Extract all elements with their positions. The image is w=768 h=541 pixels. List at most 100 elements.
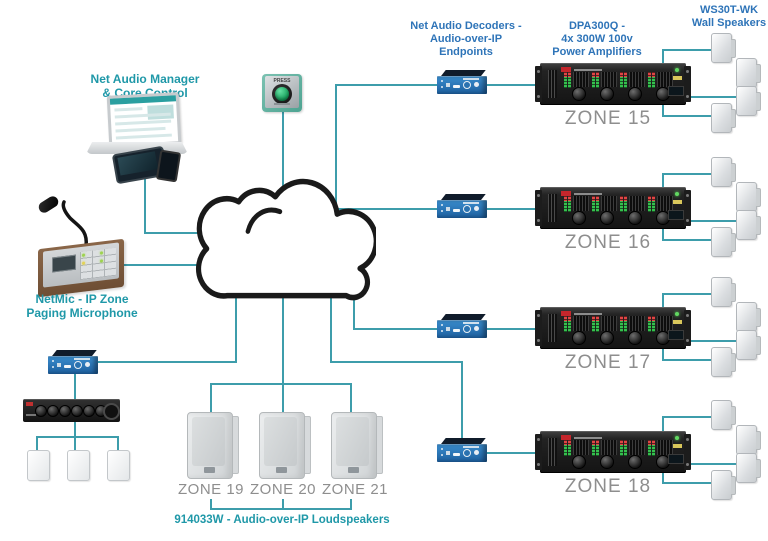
level-meter [620, 72, 623, 88]
wall-speaker [736, 86, 761, 116]
amplifier-vent [548, 194, 557, 222]
channel-vent [601, 440, 617, 455]
connection-line [680, 463, 738, 465]
wall-speakers-label: WS30T-WK Wall Speakers [669, 4, 768, 30]
level-meter [564, 196, 567, 212]
decoder-port [441, 80, 443, 82]
connection-line [144, 232, 218, 234]
level-meter [596, 72, 599, 88]
mixer-knob [59, 405, 71, 417]
power-led [675, 312, 679, 316]
channel-vent [629, 440, 645, 455]
rack-ear [684, 434, 691, 470]
amplifier-model-text [574, 313, 602, 315]
decoder-port [85, 362, 90, 367]
zone-label: ZONE 17 [564, 352, 652, 373]
decoder-knob [463, 449, 471, 457]
level-meter [652, 72, 655, 88]
level-meter [568, 72, 571, 88]
connection-line [210, 508, 352, 510]
channel-vent [573, 440, 589, 455]
decoder-port [441, 324, 443, 326]
amplifier-brand-badge [561, 67, 571, 72]
decoder-knob [463, 81, 471, 89]
amplifier-channel [620, 316, 646, 345]
net-audio-decoder [437, 314, 487, 338]
press-button-ring [272, 84, 292, 104]
decoders-label-line3: Endpoints [439, 46, 493, 58]
connection-line [210, 499, 212, 509]
amplifier-vent [548, 70, 557, 98]
decoder-knob [463, 205, 471, 213]
mixer-brand-badge [26, 402, 33, 406]
amplifier-channel [620, 72, 646, 101]
decoder-port [441, 86, 443, 88]
wall-speaker [736, 330, 761, 360]
amplifier-channel [620, 440, 646, 469]
zone-label: ZONE 18 [564, 476, 652, 497]
level-meter [624, 72, 627, 88]
connection-line [74, 374, 76, 400]
net-audio-decoder [437, 194, 487, 218]
decoder-front-panel [437, 320, 487, 338]
mixer-knob [47, 405, 59, 417]
connection-line [680, 96, 738, 98]
small-speaker [67, 450, 90, 481]
decoder-port [446, 207, 450, 211]
wall-speaker [736, 425, 761, 455]
netmic-label: NetMic - IP Zone Paging Microphone [22, 292, 142, 320]
mixer-knob [83, 405, 95, 417]
volume-knob [628, 87, 642, 101]
decoder-port [446, 83, 450, 87]
channel-vent [629, 316, 645, 331]
mixer-knob [71, 405, 83, 417]
channel-vent [657, 440, 673, 455]
channel-vent [601, 72, 617, 87]
decoders-label-line1: Net Audio Decoders - [410, 20, 522, 32]
amplifier-brand-badge [561, 435, 571, 440]
decoder-front-panel [437, 76, 487, 94]
connection-line [662, 482, 712, 484]
volume-knob [628, 211, 642, 225]
volume-knob [572, 211, 586, 225]
netmic-paging-station [38, 238, 124, 298]
amplifier-tag [673, 200, 682, 204]
channel-vent [573, 196, 589, 211]
wall-speakers-label-line2: Wall Speakers [691, 17, 767, 29]
wall-speaker [736, 58, 761, 88]
power-led [675, 68, 679, 72]
power-amplifier [535, 187, 691, 229]
amplifier-display [668, 210, 684, 220]
decoder-label-strip [463, 322, 479, 324]
wall-speaker [711, 400, 736, 430]
volume-knob [572, 455, 586, 469]
press-button-plate: PRESS [265, 76, 299, 108]
connection-line [144, 166, 146, 234]
small-speaker [27, 450, 50, 481]
decoder-usb-port [453, 329, 460, 332]
decoder-port [446, 451, 450, 455]
connection-line [330, 290, 332, 363]
level-meter [620, 440, 623, 456]
zone-label: ZONE 20 [249, 481, 317, 498]
decoder-usb-port [453, 209, 460, 212]
rack-ear [684, 190, 691, 226]
mixer-knob [35, 405, 47, 417]
level-meter [564, 316, 567, 332]
level-meter [564, 72, 567, 88]
zone-loudspeaker [331, 412, 383, 479]
decoder-label-strip [463, 202, 479, 204]
connection-line [487, 208, 535, 210]
decoder-port [57, 363, 61, 367]
volume-knob [600, 211, 614, 225]
power-amplifier [535, 431, 691, 473]
cloud-network-icon [195, 178, 376, 301]
laptop-screen [106, 92, 182, 148]
level-meter [564, 440, 567, 456]
decoder-port [474, 82, 479, 87]
connection-line [98, 361, 237, 363]
wall-speaker [711, 33, 736, 63]
app-row [115, 126, 166, 133]
volume-knob [600, 331, 614, 345]
volume-knob [600, 455, 614, 469]
